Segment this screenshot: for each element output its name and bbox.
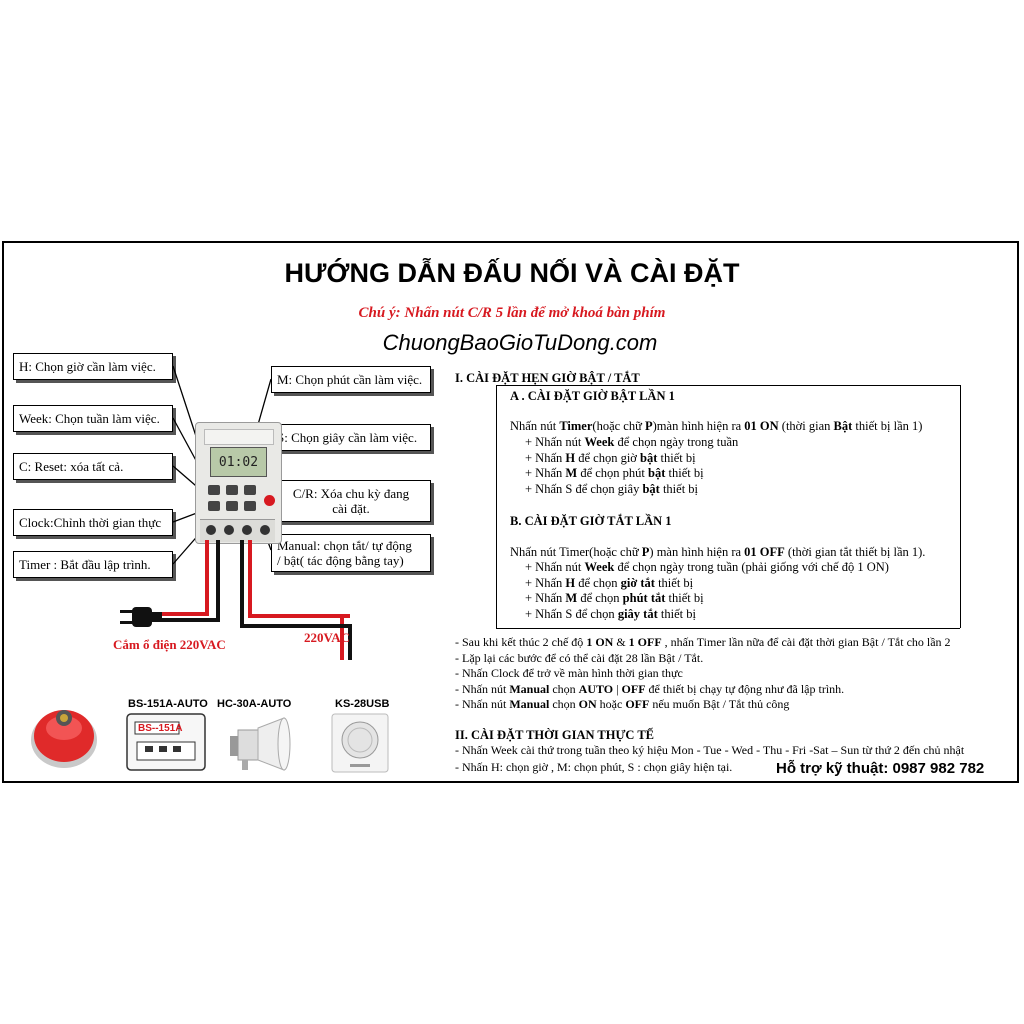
label-c: C: Reset: xóa tất cả.	[13, 453, 173, 480]
list-item: + Nhấn M để chọn phút tắt thiết bị	[525, 591, 704, 606]
section1b-list: + Nhấn nút Week để chọn ngày trong tuần …	[525, 560, 889, 622]
section2-line2: - Nhấn H: chọn giờ , M: chọn phút, S : c…	[455, 760, 733, 774]
device-button-m	[226, 485, 238, 495]
unlock-note: Chú ý: Nhấn nút C/R 5 lần để mở khoá bàn…	[358, 305, 666, 321]
wire-red-v2	[340, 614, 344, 660]
digital-timer-icon	[126, 713, 206, 771]
product-label-ks28usb: KS-28USB	[335, 698, 390, 710]
device-button-cr	[264, 495, 275, 506]
device-button-h	[208, 485, 220, 495]
label-clock: Clock:Chỉnh thời gian thực	[13, 509, 173, 536]
label-timer: Timer : Bắt đầu lập trình.	[13, 551, 173, 578]
list-item: - Nhấn nút Manual chọn AUTO | OFF để thi…	[455, 681, 845, 696]
wire-black-1	[216, 540, 220, 620]
device-screen: 01:02	[210, 447, 267, 477]
device-terminals	[200, 519, 275, 542]
section1-heading: I. CÀI ĐẶT HẸN GIỜ BẬT / TẮT	[455, 371, 640, 385]
notes-list: - Sau khi kết thúc 2 chế độ 1 ON & 1 OFF…	[455, 635, 951, 713]
list-item: + Nhấn S để chọn giây bật thiết bị	[525, 481, 699, 496]
section1a-heading: A . CÀI ĐẶT GIỜ BẬT LẦN 1	[510, 389, 675, 403]
list-item: + Nhấn nút Week để chọn ngày trong tuần …	[525, 560, 889, 574]
device-button-s	[244, 485, 256, 495]
page-title: HƯỚNG DẪN ĐẤU NỐI VÀ CÀI ĐẶT	[284, 258, 740, 288]
list-item: - Nhấn nút Manual chọn ON hoặc OFF nếu m…	[455, 697, 790, 711]
wire-black-2	[240, 540, 244, 628]
bell-icon	[31, 710, 97, 768]
list-item: - Nhấn Clock để trở về màn hình thời gia…	[455, 666, 683, 680]
wire-red-2	[248, 540, 252, 618]
list-item: - Sau khi kết thúc 2 chế độ 1 ON & 1 OFF…	[455, 635, 951, 649]
website-label: ChuongBaoGioTuDong.com	[382, 330, 658, 355]
wire-black-v2	[348, 624, 352, 660]
device-button-week	[208, 501, 220, 511]
section1b-intro: Nhấn nút Timer(hoặc chữ P) màn hình hiện…	[510, 545, 926, 559]
list-item: - Lặp lại các bước để có thể cài đặt 28 …	[455, 650, 704, 665]
timer-device: 01:02	[195, 422, 282, 544]
section1a-intro: Nhấn nút Timer(hoặc chữ P)màn hình hiện …	[510, 419, 923, 433]
product-label-hc30a: HC-30A-AUTO	[217, 698, 292, 710]
content-frame	[2, 241, 1019, 783]
wall-speaker-icon	[331, 713, 389, 773]
wire-black-h	[160, 618, 220, 622]
product-screen-text: BS--151A	[138, 723, 183, 734]
section2-line1: - Nhấn Week cài thứ trong tuần theo ký h…	[455, 743, 965, 757]
device-button-manual	[244, 501, 256, 511]
label-week: Week: Chọn tuần làm việc.	[13, 405, 173, 432]
support-hotline: Hỗ trợ kỹ thuật: 0987 982 782	[776, 760, 985, 777]
plug-label: Cắm ổ điện 220VAC	[113, 637, 226, 652]
section1b-heading: B. CÀI ĐẶT GIỜ TẮT LẦN 1	[510, 514, 672, 528]
plug-icon	[120, 607, 162, 627]
list-item: + Nhấn H để chọn giờ tắt thiết bị	[525, 575, 694, 590]
list-item: + Nhấn M để chọn phút bật thiết bị	[525, 466, 704, 481]
wire-red-h2	[248, 614, 350, 618]
product-label-bs151a: BS-151A-AUTO	[128, 698, 208, 710]
label-m: M: Chọn phút cần làm việc.	[271, 366, 431, 393]
device-button-clock	[226, 501, 238, 511]
device-top	[204, 429, 274, 445]
wire-red-1	[205, 540, 209, 614]
list-item: + Nhấn S để chọn giây tắt thiết bị	[525, 606, 696, 621]
label-s: S: Chọn giây cần làm việc.	[271, 424, 431, 451]
section1-box	[496, 385, 961, 629]
horn-speaker-icon	[230, 717, 291, 771]
wire-black-h2	[240, 624, 352, 628]
list-item: + Nhấn H để chọn giờ bật thiết bị	[525, 450, 696, 465]
section1a-list: + Nhấn nút Week để chọn ngày trong tuần …	[525, 435, 738, 497]
wire-red-h	[160, 612, 209, 616]
section2-heading: II. CÀI ĐẶT THỜI GIAN THỰC TẾ	[455, 728, 655, 742]
voltage-label: 220VAC	[304, 630, 350, 645]
list-item: + Nhấn nút Week để chọn ngày trong tuần	[525, 435, 739, 449]
label-manual: Manual: chọn tắt/ tự động/ bật( tác động…	[271, 534, 431, 572]
